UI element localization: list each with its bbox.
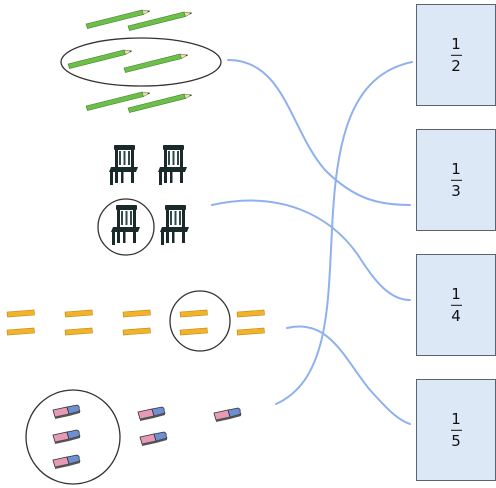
yellow-stick-icon	[6, 309, 35, 318]
eraser-icon	[52, 404, 81, 420]
connection-pencils-to-one-third	[227, 59, 411, 206]
fraction-one-third: 1 3	[417, 161, 495, 199]
connection-sticks-to-one-fifth	[286, 325, 411, 425]
fraction-bar	[450, 54, 462, 56]
fraction-box-one-fourth[interactable]: 1 4	[416, 254, 496, 356]
yellow-stick-icon	[236, 309, 265, 318]
fraction-bar	[450, 179, 462, 181]
selection-circle	[60, 37, 222, 87]
numerator: 1	[451, 409, 461, 428]
eraser-icon	[139, 431, 168, 447]
numerator: 1	[451, 159, 461, 178]
denominator: 3	[451, 181, 461, 200]
sticks-group	[6, 290, 265, 352]
connection-lines	[211, 59, 413, 425]
selection-circle	[97, 198, 155, 256]
yellow-stick-icon	[64, 309, 93, 318]
yellow-stick-icon	[64, 327, 93, 336]
selection-circle	[169, 290, 231, 352]
eraser-icon	[52, 429, 81, 445]
eraser-icon	[213, 407, 242, 423]
denominator: 4	[451, 306, 461, 325]
chair-icon	[160, 205, 189, 245]
green-pencil-icon	[67, 49, 133, 69]
connection-erasers-to-one-half	[275, 61, 413, 405]
yellow-stick-icon	[179, 309, 208, 318]
denominator: 5	[451, 431, 461, 450]
numerator: 1	[451, 34, 461, 53]
fraction-bar	[450, 429, 462, 431]
yellow-stick-icon	[122, 327, 151, 336]
chair-icon	[158, 145, 187, 185]
yellow-stick-icon	[6, 327, 35, 336]
yellow-stick-icon	[179, 327, 208, 336]
fraction-one-half: 1 2	[417, 36, 495, 74]
fraction-box-one-half[interactable]: 1 2	[416, 4, 496, 106]
chairs-group	[97, 145, 189, 256]
yellow-stick-icon	[122, 309, 151, 318]
selection-circle	[25, 389, 121, 485]
fraction-box-one-third[interactable]: 1 3	[416, 129, 496, 231]
yellow-stick-icon	[236, 327, 265, 336]
connection-chairs-to-one-fourth	[211, 199, 411, 301]
chair-icon	[111, 205, 140, 245]
eraser-icon	[137, 406, 166, 422]
eraser-icon	[52, 454, 81, 470]
erasers-group	[25, 389, 242, 485]
fraction-box-one-fifth[interactable]: 1 5	[416, 379, 496, 481]
fraction-one-fifth: 1 5	[417, 411, 495, 449]
fraction-one-fourth: 1 4	[417, 286, 495, 324]
chair-icon	[109, 145, 138, 185]
pencils-group	[60, 9, 222, 113]
numerator: 1	[451, 284, 461, 303]
denominator: 2	[451, 56, 461, 75]
fraction-bar	[450, 304, 462, 306]
green-pencil-icon	[123, 53, 189, 73]
